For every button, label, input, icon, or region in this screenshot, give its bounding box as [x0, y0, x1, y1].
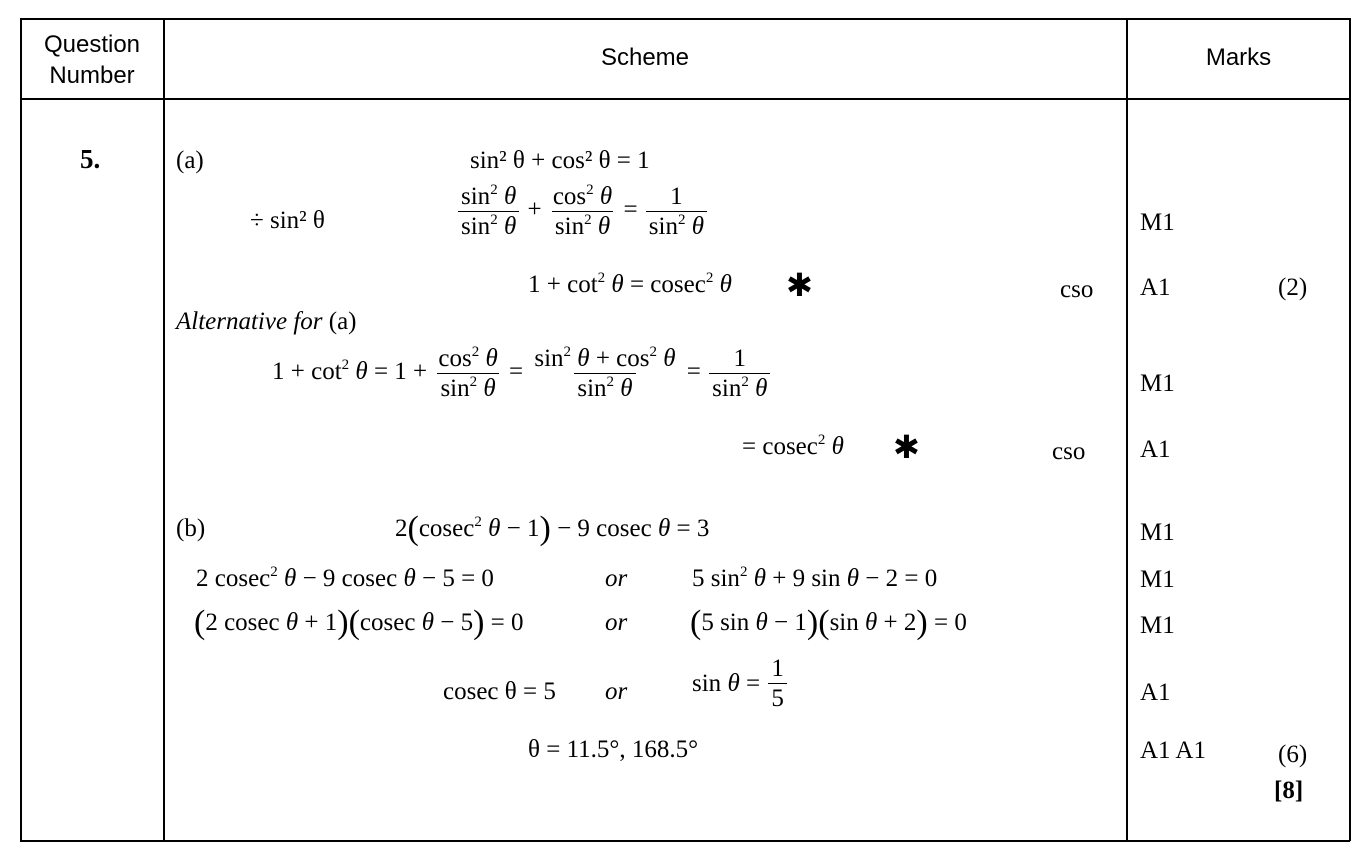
table-border-left — [20, 18, 22, 841]
header-number-label: Number — [49, 62, 135, 89]
mark-b-total: (6) — [1278, 741, 1308, 768]
header-question-label: Question — [43, 31, 141, 58]
part-a-cso: cso — [1060, 276, 1094, 303]
mark-alt-a1: A1 — [1140, 436, 1171, 463]
part-b-label: (b) — [176, 515, 206, 542]
part-a-label: (a) — [176, 147, 204, 174]
part-b-roots-cosec: cosec θ = 5 — [443, 678, 556, 705]
or-word-2: or — [605, 609, 628, 636]
column-divider-1 — [163, 18, 165, 841]
mark-b-5: A1 A1 — [1140, 737, 1206, 764]
table-border-bottom — [20, 840, 1350, 842]
alternative-label: Alternative for — [176, 308, 323, 335]
header-divider — [20, 98, 1350, 100]
divide-note: ÷ sin² θ — [250, 207, 325, 234]
mark-b-2: M1 — [1140, 566, 1175, 593]
alternative-part: (a) — [328, 308, 357, 335]
table-border-top — [20, 18, 1350, 20]
part-b-factorised-cosec: (2 cosec θ + 1)(cosec θ − 5) = 0 — [194, 604, 524, 641]
part-a-star-icon: ✱ — [786, 266, 813, 304]
mark-a-m1: M1 — [1140, 209, 1175, 236]
mark-b-1: M1 — [1140, 519, 1175, 546]
part-b-answer: θ = 11.5°, 168.5° — [528, 736, 699, 763]
mark-a-a1: A1 — [1140, 274, 1171, 301]
table-border-right — [1349, 18, 1351, 841]
part-b-quadratic-cosec: 2 cosec2 θ − 9 cosec θ − 5 = 0 — [196, 564, 494, 592]
part-b-equation-1: 2(cosec2 θ − 1) − 9 cosec θ = 3 — [395, 510, 710, 547]
mark-a-total: (2) — [1278, 274, 1308, 301]
question-number: 5. — [80, 144, 101, 174]
mark-b-4: A1 — [1140, 679, 1171, 706]
alternative-star-icon: ✱ — [893, 428, 920, 466]
or-word-1: or — [605, 565, 628, 592]
header-question-number: Question Number — [22, 29, 162, 91]
part-b-factorised-sin: (5 sin θ − 1)(sin θ + 2) = 0 — [690, 604, 967, 641]
column-divider-2 — [1126, 18, 1128, 841]
mark-b-3: M1 — [1140, 612, 1175, 639]
part-a-identity: sin² θ + cos² θ = 1 — [470, 147, 650, 174]
header-marks: Marks — [1205, 44, 1272, 71]
mark-alt-m1: M1 — [1140, 370, 1175, 397]
part-b-quadratic-sin: 5 sin2 θ + 9 sin θ − 2 = 0 — [692, 564, 938, 592]
or-word-3: or — [605, 678, 628, 705]
header-scheme: Scheme — [600, 44, 690, 71]
grand-total: [8] — [1274, 777, 1304, 804]
alternative-heading: Alternative for (a) — [176, 309, 357, 334]
part-a-result: 1 + cot2 θ = cosec2 θ — [528, 270, 732, 298]
alternative-result: = cosec2 θ — [742, 432, 844, 460]
alternative-cso: cso — [1052, 438, 1086, 465]
